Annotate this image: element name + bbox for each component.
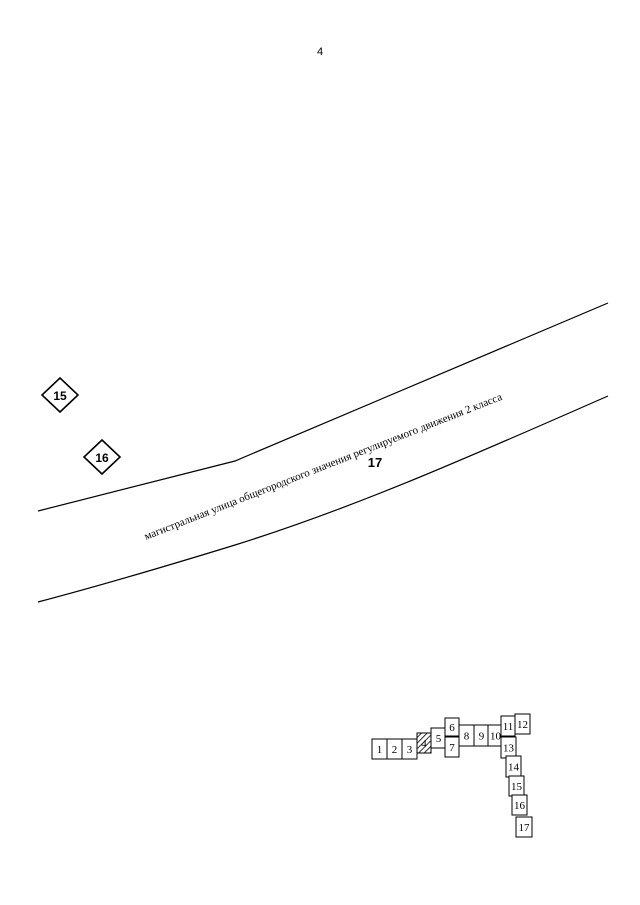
sheet-number: 13 — [503, 743, 515, 755]
sheet-number: 11 — [503, 721, 514, 733]
sheet-box — [444, 736, 460, 758]
road-edge-bottom — [37, 395, 609, 603]
sheet-cell-4: 4 — [416, 732, 432, 754]
road-label: магистральная улица общегородского значе… — [143, 391, 504, 543]
marker-16: 16 — [82, 438, 122, 476]
marker-label: 15 — [53, 389, 67, 403]
sheet-number: 10 — [490, 731, 502, 743]
sheet-number: 6 — [449, 722, 455, 734]
sheet-number: 2 — [392, 744, 398, 756]
sheet-number: 17 — [519, 822, 531, 834]
sheet-number: 1 — [377, 744, 383, 756]
sheet-number: 3 — [407, 744, 413, 756]
sheet-cell-3: 3 — [401, 738, 418, 760]
sheet-cell-2: 2 — [386, 738, 403, 760]
sheet-box — [515, 816, 533, 838]
sheet-number: 15 — [511, 781, 523, 793]
sheet-cell-6: 6 — [444, 717, 460, 737]
sheet-cell-7: 7 — [444, 736, 460, 758]
page-number: 4 — [316, 46, 324, 58]
sheet-box — [514, 713, 531, 735]
sheet-cell-5: 5 — [430, 727, 447, 749]
sheet-cell-11: 11 — [500, 715, 516, 737]
sheet-number: 16 — [514, 800, 526, 812]
road-number: 17 — [368, 455, 382, 470]
sheet-number: 14 — [508, 762, 520, 774]
sheet-cell-17: 17 — [515, 816, 533, 838]
sheet-number: 7 — [449, 742, 455, 754]
sheet-number: 4 — [421, 738, 427, 750]
sheet-cell-14: 14 — [505, 755, 522, 778]
marker-label: 16 — [95, 451, 109, 465]
diamond-marker-icon — [40, 376, 80, 414]
road-edge-top — [37, 302, 609, 512]
sheet-cell-13: 13 — [500, 736, 517, 759]
sheet-number: 12 — [517, 719, 528, 731]
sheet-number: 8 — [464, 731, 470, 743]
sheet-number: 5 — [436, 733, 442, 745]
diamond-marker-icon — [82, 438, 122, 476]
marker-15: 15 — [40, 376, 80, 414]
sheet-box — [511, 794, 528, 816]
sheet-cell-12: 12 — [514, 713, 531, 735]
sheet-cell-15: 15 — [508, 775, 525, 797]
sheet-number: 9 — [479, 731, 485, 743]
sheet-cell-8: 8 — [458, 724, 475, 747]
sheet-cell-9: 9 — [473, 724, 490, 747]
sheet-cell-16: 16 — [511, 794, 528, 816]
sheet-cell-1: 1 — [371, 738, 388, 760]
